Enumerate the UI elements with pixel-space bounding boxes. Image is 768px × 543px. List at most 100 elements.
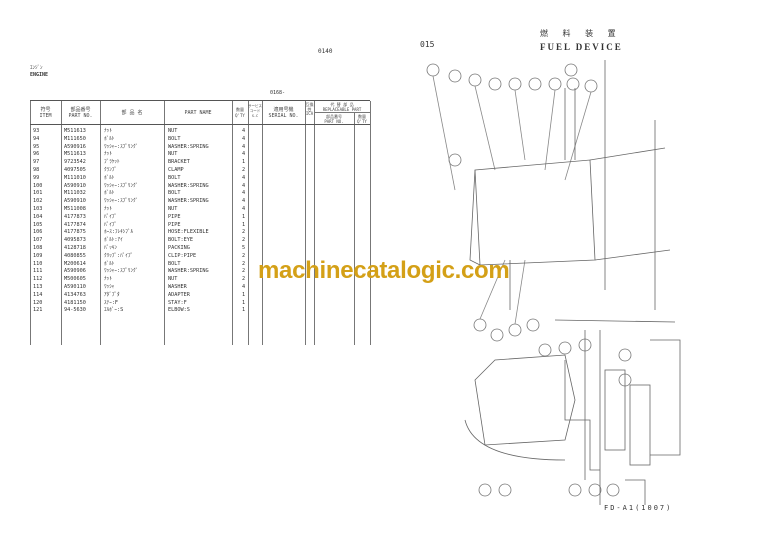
cell-item: 107 — [33, 237, 43, 244]
cell-name-jp: ﾅｯﾄ — [104, 205, 112, 212]
cell-part-no: A590910 — [64, 182, 86, 189]
cell-name-jp: ﾊﾟｯｷﾝ — [104, 244, 117, 251]
header-serial: SERIAL NO. — [268, 113, 299, 119]
cell-part-name: BOLT — [168, 174, 181, 181]
cell-qty: 4 — [242, 182, 246, 189]
cell-item: 114 — [33, 291, 43, 298]
cell-name-jp: ﾜｯｼｬｰ:ｽﾌﾟﾘﾝｸﾞ — [104, 182, 139, 189]
cell-name-jp: ﾜｯｼｬｰ:ｽﾌﾟﾘﾝｸﾞ — [104, 198, 139, 205]
header-qty-jp: 数量 — [236, 107, 244, 112]
cell-part-no: A590110 — [64, 283, 86, 290]
header-replaceable: REPLACEABLE PART — [322, 107, 362, 112]
fuel-device-diagram — [426, 60, 681, 505]
cell-item: 104 — [33, 213, 43, 220]
cell-qty: 1 — [242, 299, 246, 306]
cell-part-no: A590906 — [64, 268, 86, 275]
cell-name-jp: ﾊﾟｲﾌﾟ — [104, 213, 117, 220]
cell-name-jp: ﾎｰｽ:ﾌﾚｷｼﾌﾞﾙ — [104, 229, 134, 236]
cell-qty: 4 — [242, 198, 246, 205]
cell-part-name: STAY:F — [168, 299, 187, 306]
cell-item: 95 — [33, 143, 40, 150]
cell-part-no: 4128718 — [64, 244, 86, 251]
page-code: 0140 — [318, 48, 333, 55]
cell-item: 110 — [33, 260, 43, 267]
cell-part-name: PIPE — [168, 221, 181, 228]
cell-part-no: M511008 — [64, 205, 86, 212]
cell-part-name: WASHER:SPRING — [168, 268, 209, 275]
header-qty: Q'TY — [235, 113, 245, 118]
header-part-no-jp: 部品番号 — [70, 107, 91, 113]
cell-name-jp: ﾎﾞﾙﾄ — [104, 190, 115, 197]
cell-item: 108 — [33, 244, 43, 251]
header-rep-part-no-jp: 部品番号 — [326, 114, 342, 119]
cell-part-no: A590916 — [64, 143, 86, 150]
cell-qty: 5 — [242, 244, 246, 251]
watermark: machinecatalogic.com — [258, 257, 510, 284]
cell-item: 102 — [33, 198, 43, 205]
cell-qty: 4 — [242, 143, 246, 150]
cell-name-jp: ﾎﾞﾙﾄ — [104, 174, 115, 181]
cell-qty: 1 — [242, 213, 246, 220]
cell-name-jp: ﾎﾞﾙﾄ:ｱｲ — [104, 237, 123, 244]
cell-qty: 1 — [242, 291, 246, 298]
header-rep-part-no: PART NO. — [324, 119, 344, 124]
header-serial-jp: 適用号機 — [273, 107, 294, 113]
cell-item: 98 — [33, 166, 40, 173]
cell-qty: 4 — [242, 174, 246, 181]
footer-code: FD-A1(1007) — [604, 504, 673, 512]
cell-name-jp: ｴﾙﾎﾞｰ:S — [104, 307, 124, 314]
cell-name-jp: ﾊﾟｲﾌﾟ — [104, 221, 117, 228]
header-ica-jp: 互換性 — [305, 102, 314, 112]
cell-item: 106 — [33, 229, 43, 236]
cell-name-jp: ﾜｯｼｬ — [104, 283, 115, 290]
header-item: ITEM — [39, 113, 52, 119]
cell-item: 120 — [33, 299, 43, 306]
cell-part-name: HOSE:FLEXIBLE — [168, 229, 209, 236]
fuel-tank — [469, 60, 671, 310]
cell-item: 96 — [33, 151, 40, 158]
cell-name-jp: ﾎﾞﾙﾄ — [104, 135, 115, 142]
header-part-name: PART NAME — [184, 110, 212, 116]
cell-qty: 2 — [242, 252, 246, 259]
cell-name-jp: ｱﾀﾞﾌﾟﾀ — [104, 291, 120, 298]
cell-name-jp: ｸﾘｯﾌﾟ:ﾊﾟｲﾌﾟ — [104, 252, 134, 259]
cell-qty: 1 — [242, 221, 246, 228]
header-replaceable-jp: 代 替 部 品 — [330, 102, 354, 107]
cell-part-name: NUT — [168, 276, 178, 283]
cell-part-name: BOLT:EYE — [168, 237, 193, 244]
cell-part-name: PIPE — [168, 213, 181, 220]
header-part-no: PART NO. — [68, 113, 93, 119]
header-sc: S-C — [251, 114, 259, 118]
cell-part-no: M111650 — [64, 135, 86, 142]
cell-item: 103 — [33, 205, 43, 212]
cell-part-no: M200614 — [64, 260, 86, 267]
cell-item: 100 — [33, 182, 43, 189]
cell-qty: 2 — [242, 260, 246, 267]
header-rep-qty: Q'TY — [357, 119, 367, 124]
cell-part-no: 4080855 — [64, 252, 86, 259]
header-sc-jp: サービスコード — [248, 104, 262, 113]
cell-name-jp: ﾜｯｼｬｰ:ｽﾌﾟﾘﾝｸﾞ — [104, 268, 139, 275]
cell-part-no: 4177875 — [64, 229, 86, 236]
cell-item: 121 — [33, 307, 43, 314]
cell-part-no: 4177874 — [64, 221, 86, 228]
cell-qty: 4 — [242, 128, 246, 134]
